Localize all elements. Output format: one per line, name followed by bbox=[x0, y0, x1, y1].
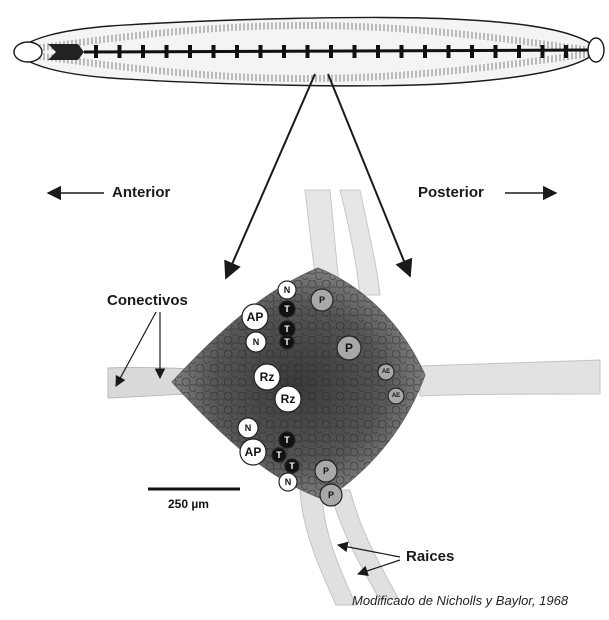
neuron-label: T bbox=[289, 461, 295, 471]
neuron-t: T bbox=[279, 301, 295, 317]
segmental-ganglion bbox=[423, 45, 427, 58]
neuron-p: P bbox=[311, 289, 333, 311]
segmental-ganglion bbox=[165, 45, 169, 58]
segmental-ganglion bbox=[141, 45, 145, 58]
neuron-label: T bbox=[284, 435, 290, 445]
connective-right bbox=[420, 360, 600, 396]
anterior-sucker bbox=[14, 42, 42, 62]
segmental-ganglion bbox=[541, 45, 545, 58]
neuron-label: P bbox=[345, 341, 353, 355]
nerve-cord bbox=[84, 50, 588, 52]
segmental-ganglion bbox=[188, 45, 192, 58]
segmental-ganglion bbox=[564, 45, 568, 58]
label-anterior: Anterior bbox=[112, 184, 170, 201]
posterior-sucker bbox=[588, 38, 604, 62]
label-posterior: Posterior bbox=[418, 184, 484, 201]
neuron-p: P bbox=[320, 484, 342, 506]
neuron-p: P bbox=[337, 336, 361, 360]
neuron-label: N bbox=[245, 423, 252, 433]
neuron-label: P bbox=[328, 490, 334, 500]
neuron-t: T bbox=[280, 335, 294, 349]
neuron-label: N bbox=[285, 477, 292, 487]
neuron-n: N bbox=[278, 281, 296, 299]
neuron-p: P bbox=[315, 460, 337, 482]
neuron-rz: Rz bbox=[275, 386, 301, 412]
neuron-t: T bbox=[285, 459, 299, 473]
neuron-label: N bbox=[253, 337, 260, 347]
neuron-label: AE bbox=[392, 393, 400, 399]
segmental-ganglion bbox=[470, 45, 474, 58]
neuron-ae: AE bbox=[388, 388, 404, 404]
neuron-label: P bbox=[323, 466, 329, 476]
segmental-ganglion bbox=[235, 45, 239, 58]
label-conectivos: Conectivos bbox=[107, 292, 188, 309]
segmental-ganglion bbox=[329, 45, 333, 58]
neuron-label: T bbox=[284, 324, 290, 334]
neuron-t: T bbox=[272, 448, 286, 462]
neuron-ap: AP bbox=[242, 304, 268, 330]
segmental-ganglion bbox=[259, 45, 263, 58]
neuron-ap: AP bbox=[240, 439, 266, 465]
figure-caption: Modificado de Nicholls y Baylor, 1968 bbox=[352, 593, 568, 608]
segmental-ganglion bbox=[447, 45, 451, 58]
segmental-ganglion bbox=[212, 45, 216, 58]
label-raices: Raices bbox=[406, 548, 454, 565]
neuron-t: T bbox=[279, 432, 295, 448]
neuron-label: AE bbox=[382, 369, 390, 375]
scale-label: 250 µm bbox=[168, 497, 209, 511]
neuron-label: T bbox=[276, 450, 282, 460]
segmental-ganglion bbox=[353, 45, 357, 58]
root-upper-right bbox=[340, 190, 380, 295]
neuron-label: T bbox=[284, 304, 290, 314]
neuron-n: N bbox=[279, 473, 297, 491]
neuron-label: Rz bbox=[281, 392, 296, 406]
segmental-ganglion bbox=[494, 45, 498, 58]
segmental-ganglion bbox=[517, 45, 521, 58]
neuron-label: P bbox=[319, 295, 325, 305]
leech-body bbox=[14, 18, 604, 86]
segmental-ganglion bbox=[118, 45, 122, 58]
neuron-label: T bbox=[284, 337, 290, 347]
neuron-n: N bbox=[246, 332, 266, 352]
neuron-label: Rz bbox=[260, 370, 275, 384]
segmental-ganglion bbox=[376, 45, 380, 58]
arrow-left bbox=[226, 74, 315, 278]
neuron-rz: Rz bbox=[254, 364, 280, 390]
neuron-label: AP bbox=[247, 310, 264, 324]
neuron-n: N bbox=[238, 418, 258, 438]
neuron-label: N bbox=[284, 285, 291, 295]
segmental-ganglion bbox=[306, 45, 310, 58]
segmental-ganglion bbox=[282, 45, 286, 58]
neuron-ae: AE bbox=[378, 364, 394, 380]
neuron-label: AP bbox=[245, 445, 262, 459]
segmental-ganglion bbox=[94, 45, 98, 58]
segmental-ganglion bbox=[400, 45, 404, 58]
